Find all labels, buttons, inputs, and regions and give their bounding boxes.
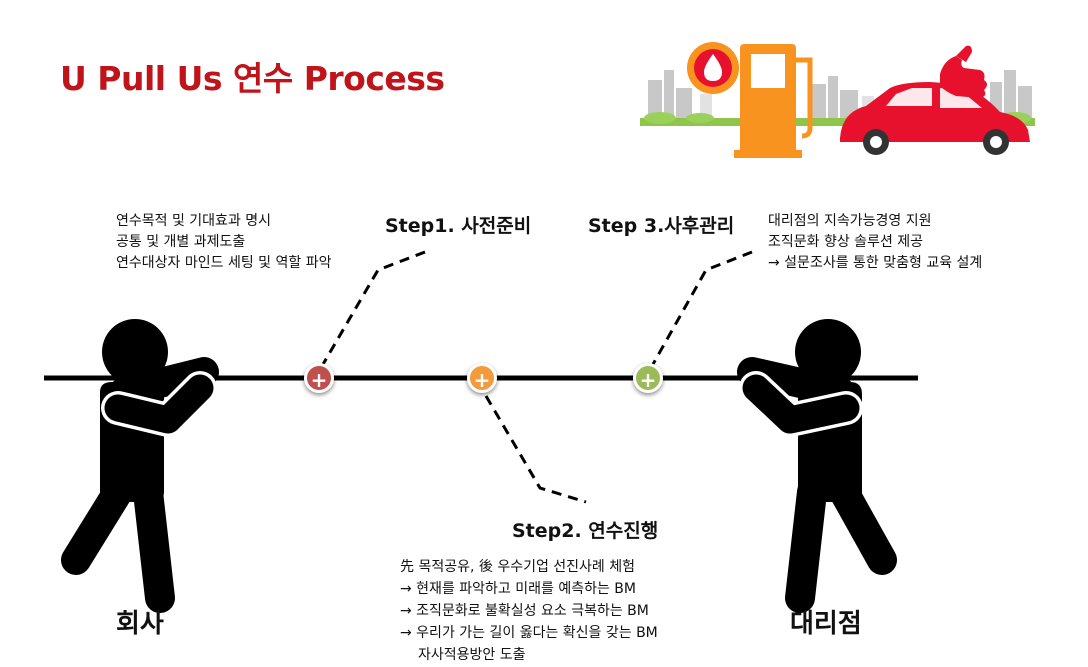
gas-station-car-illustration xyxy=(640,42,1035,158)
step2-description: 先 목적공유, 後 우수기업 선진사례 체험 → 현재를 파악하고 미래를 예측… xyxy=(400,556,658,666)
step1-line-3: 연수대상자 마인드 세팅 및 역할 파악 xyxy=(116,255,332,271)
step2-leader-line xyxy=(484,395,587,504)
step1-label: Step1. 사전준비 xyxy=(385,215,532,237)
dealer-label: 대리점 xyxy=(790,609,862,639)
step3-line-2: 조직문화 향상 솔루션 제공 xyxy=(768,234,924,250)
step1-plus-button[interactable]: + xyxy=(304,363,334,393)
step1-line-2: 공통 및 개별 과제도출 xyxy=(116,234,246,250)
step3-plus-button[interactable]: + xyxy=(633,363,663,393)
step2-label: Step2. 연수진행 xyxy=(512,520,659,542)
step3-label: Step 3.사후관리 xyxy=(588,215,735,237)
right-figure-icon xyxy=(737,319,897,613)
step2-line-4: → 우리가 가는 길이 옳다는 확신을 갖는 BM xyxy=(400,625,658,641)
step2-plus-button[interactable]: + xyxy=(467,363,497,393)
step3-line-1: 대리점의 지속가능경영 지원 xyxy=(768,213,932,229)
company-label: 회사 xyxy=(116,609,164,639)
step1-leader-line xyxy=(320,250,426,367)
step2-line-3: → 조직문화로 불확실성 요소 극복하는 BM xyxy=(400,603,649,619)
step2-line-2: → 현재를 파악하고 미래를 예측하는 BM xyxy=(400,581,636,597)
step3-description: 대리점의 지속가능경영 지원 조직문화 향상 솔루션 제공 → 설문조사를 통한… xyxy=(768,211,982,274)
step2-line-5: 자사적용방안 도출 xyxy=(418,647,526,663)
left-figure-icon xyxy=(61,319,219,613)
step3-leader-line xyxy=(650,250,753,367)
step1-description: 연수목적 및 기대효과 명시 공통 및 개별 과제도출 연수대상자 마인드 세팅… xyxy=(116,211,331,274)
page-title: U Pull Us 연수 Process xyxy=(60,59,445,98)
step2-line-1: 先 목적공유, 後 우수기업 선진사례 체험 xyxy=(400,559,636,575)
step1-line-1: 연수목적 및 기대효과 명시 xyxy=(116,213,272,229)
step3-line-3: → 설문조사를 통한 맞춤형 교육 설계 xyxy=(768,255,983,271)
